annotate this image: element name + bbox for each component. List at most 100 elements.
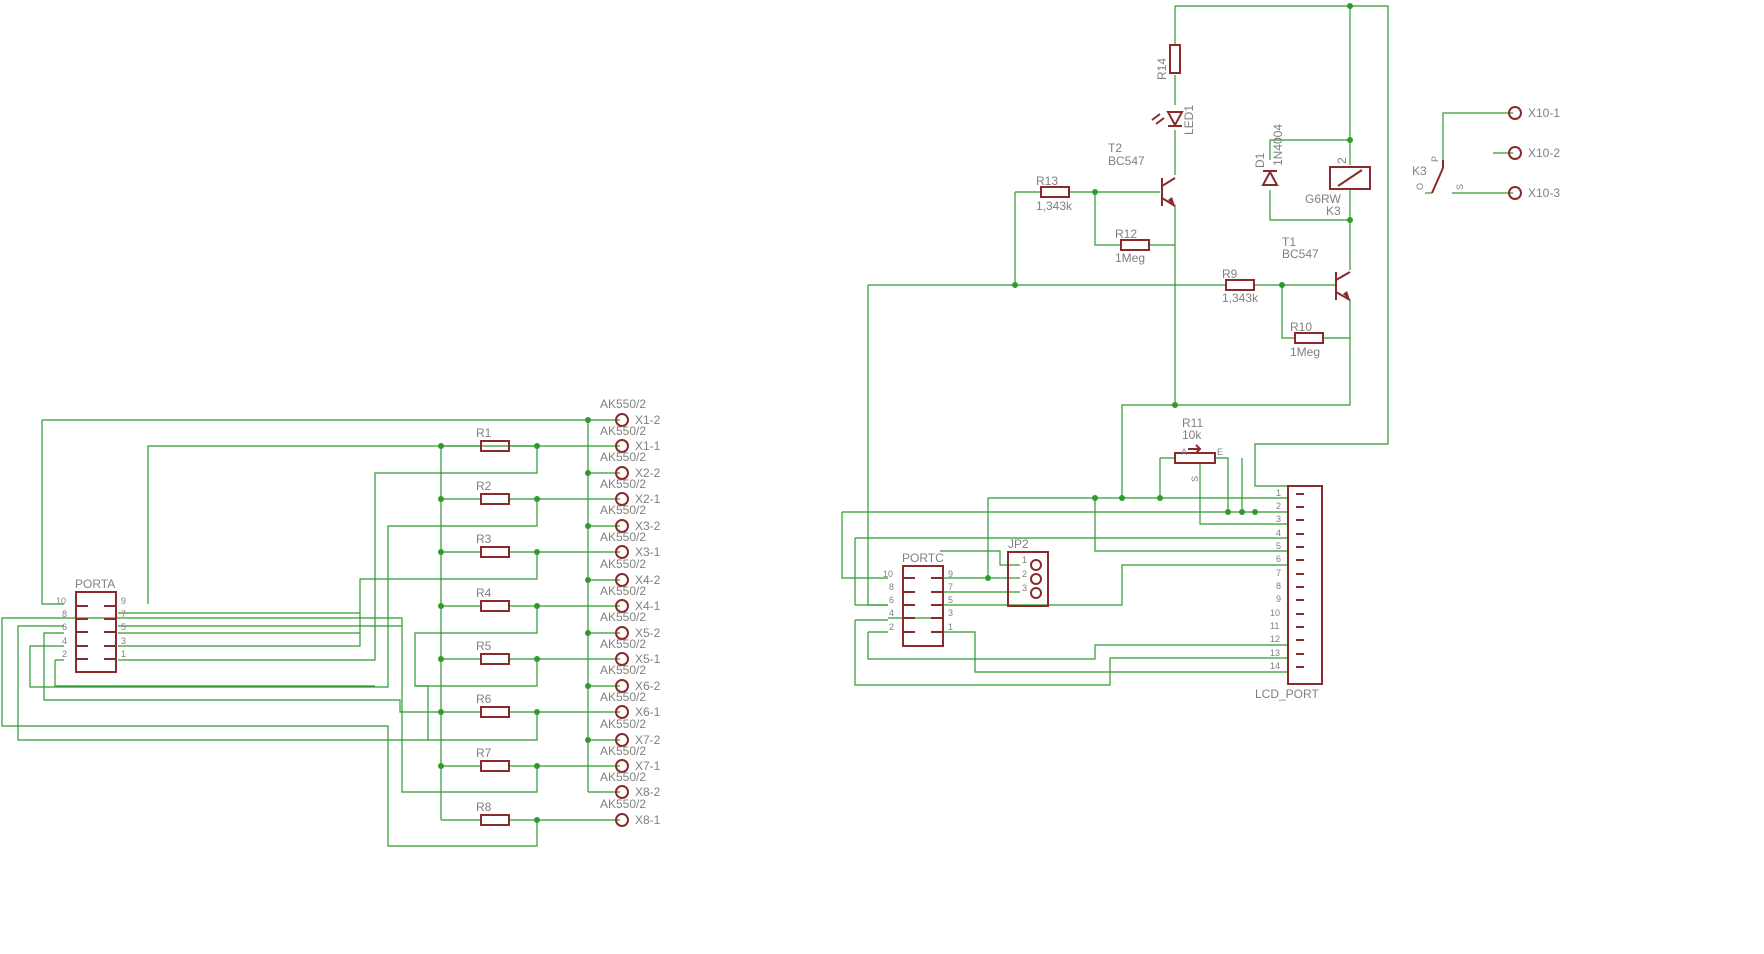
porta-pin-3: 3 bbox=[121, 636, 126, 646]
transistor-label-t1: T1 bbox=[1282, 235, 1296, 249]
jp2-jumper: JP2 1 2 3 bbox=[1007, 537, 1049, 607]
terminal-type-x3-1: AK550/2 bbox=[600, 530, 646, 544]
resistor-label-r3: R3 bbox=[476, 532, 492, 546]
terminal-name-x4-2: X4-2 bbox=[635, 573, 661, 587]
terminal-x4-1 bbox=[615, 599, 629, 613]
resistor-label-r10: R10 bbox=[1290, 320, 1312, 334]
terminal-type-x7-1: AK550/2 bbox=[600, 744, 646, 758]
porta-pin-4: 4 bbox=[62, 636, 67, 646]
porta-label: PORTA bbox=[75, 577, 115, 591]
led1-symbol bbox=[1151, 111, 1184, 128]
portc-connector: PORTC 10 8 6 4 2 9 7 5 3 1 bbox=[883, 551, 953, 647]
terminal-type-x1-1: AK550/2 bbox=[600, 424, 646, 438]
potentiometer-pin-a: A bbox=[1181, 447, 1187, 457]
transistor-type-t2: BC547 bbox=[1108, 154, 1145, 168]
portc-pin-5: 5 bbox=[948, 595, 953, 605]
diode-label-d1: D1 bbox=[1253, 152, 1267, 168]
terminal-name-x5-1: X5-1 bbox=[635, 652, 661, 666]
resistor-value-r12: 1Meg bbox=[1115, 251, 1145, 265]
resistor-r7 bbox=[480, 760, 510, 772]
resistor-label-r7: R7 bbox=[476, 746, 492, 760]
resistor-r3 bbox=[480, 546, 510, 558]
terminal-name-x6-2: X6-2 bbox=[635, 679, 661, 693]
terminal-name-x8-1: X8-1 bbox=[635, 813, 661, 827]
terminal-type-x5-2: AK550/2 bbox=[600, 610, 646, 624]
transistor-t2-symbol bbox=[1161, 177, 1176, 207]
terminal-type-x8-2: AK550/2 bbox=[600, 770, 646, 784]
porta-pin-10: 10 bbox=[56, 596, 66, 606]
lcd-pin-9: 9 bbox=[1276, 594, 1281, 604]
terminal-x2-1 bbox=[615, 492, 629, 506]
lcd-pin-14: 14 bbox=[1270, 661, 1280, 671]
terminal-x7-1 bbox=[615, 759, 629, 773]
terminal-type-x4-2: AK550/2 bbox=[600, 557, 646, 571]
terminal-x8-1 bbox=[615, 813, 629, 827]
resistor-label-r5: R5 bbox=[476, 639, 492, 653]
terminal-x5-1 bbox=[615, 652, 629, 666]
terminal-name-x8-2: X8-2 bbox=[635, 785, 661, 799]
switch-pin-o: O bbox=[1415, 183, 1425, 190]
resistor-value-r9: 1,343k bbox=[1222, 291, 1259, 305]
potentiometer-pin-s: S bbox=[1190, 476, 1200, 482]
porta-pin-6: 6 bbox=[62, 622, 67, 632]
left-circuit-wires bbox=[1, 419, 620, 847]
terminal-type-x2-1: AK550/2 bbox=[600, 477, 646, 491]
lcd-pin-5: 5 bbox=[1276, 541, 1281, 551]
switch-pin-s: S bbox=[1455, 184, 1465, 190]
resistor-r10 bbox=[1294, 332, 1324, 344]
resistor-r6 bbox=[480, 706, 510, 718]
lcd-pin-8: 8 bbox=[1276, 581, 1281, 591]
porta-pin-8: 8 bbox=[62, 609, 67, 619]
terminal-type-x2-2: AK550/2 bbox=[600, 450, 646, 464]
lcd-port-label: LCD_PORT bbox=[1255, 687, 1319, 701]
resistor-label-r14: R14 bbox=[1155, 58, 1169, 80]
jp2-label: JP2 bbox=[1008, 537, 1029, 551]
terminal-x6-1 bbox=[615, 705, 629, 719]
terminal-x3-2 bbox=[615, 519, 629, 533]
relay-pin-2: 2 bbox=[1335, 157, 1349, 164]
portc-pin-6: 6 bbox=[889, 595, 894, 605]
resistor-r2 bbox=[480, 493, 510, 505]
terminal-type-x6-1: AK550/2 bbox=[600, 690, 646, 704]
terminal-name-x2-1: X2-1 bbox=[635, 492, 661, 506]
terminal-name-x4-1: X4-1 bbox=[635, 599, 661, 613]
porta-pin-2: 2 bbox=[62, 649, 67, 659]
jp2-pin-2: 2 bbox=[1022, 569, 1027, 579]
potentiometer-r11 bbox=[1174, 452, 1216, 464]
terminal-name-x10-2: X10-2 bbox=[1528, 146, 1560, 160]
portc-pin-1: 1 bbox=[948, 622, 953, 632]
terminal-type-x8-1: AK550/2 bbox=[600, 797, 646, 811]
terminal-x3-1 bbox=[615, 545, 629, 559]
resistor-label-r6: R6 bbox=[476, 692, 492, 706]
terminal-type-x3-2: AK550/2 bbox=[600, 503, 646, 517]
terminal-type-x4-1: AK550/2 bbox=[600, 584, 646, 598]
terminal-name-x3-2: X3-2 bbox=[635, 519, 661, 533]
resistor-r9 bbox=[1225, 279, 1255, 291]
lcd-pin-7: 7 bbox=[1276, 568, 1281, 578]
terminal-name-x1-1: X1-1 bbox=[635, 439, 661, 453]
lcd-pin-11: 11 bbox=[1270, 621, 1279, 631]
terminal-type-x7-2: AK550/2 bbox=[600, 717, 646, 731]
terminal-x10-1 bbox=[1508, 106, 1522, 120]
terminal-x10-2 bbox=[1508, 146, 1522, 160]
terminal-x1-1 bbox=[615, 439, 629, 453]
porta-connector: PORTA 10 8 6 4 2 9 7 5 3 1 bbox=[56, 577, 126, 673]
porta-pin-5: 5 bbox=[121, 622, 126, 632]
portc-pin-8: 8 bbox=[889, 582, 894, 592]
terminal-x4-2 bbox=[615, 573, 629, 587]
resistor-r8 bbox=[480, 814, 510, 826]
resistor-r4 bbox=[480, 600, 510, 612]
terminal-x8-2 bbox=[615, 785, 629, 799]
lcd-pin-3: 3 bbox=[1276, 514, 1281, 524]
switch-label-k3: K3 bbox=[1412, 164, 1427, 178]
terminal-name-x10-3: X10-3 bbox=[1528, 186, 1560, 200]
left-terminals: AK550/2 X1-2 AK550/2 X1-1 AK550/2 X2-2 A… bbox=[600, 397, 661, 827]
terminal-name-x1-2: X1-2 bbox=[635, 413, 661, 427]
terminal-x2-2 bbox=[615, 466, 629, 480]
terminal-name-x10-1: X10-1 bbox=[1528, 106, 1560, 120]
relay-k3-coil bbox=[1329, 166, 1371, 190]
resistor-label-r8: R8 bbox=[476, 800, 492, 814]
transistor-type-t1: BC547 bbox=[1282, 247, 1319, 261]
resistor-label-r1: R1 bbox=[476, 426, 492, 440]
